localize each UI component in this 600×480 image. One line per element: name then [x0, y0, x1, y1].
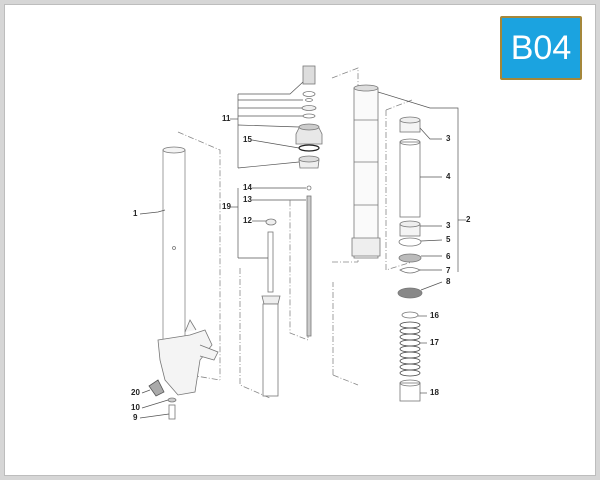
callout-1: 1 [133, 209, 138, 218]
part-1-outer-tube [157, 146, 219, 396]
callout-15: 15 [243, 135, 252, 144]
callout-10: 10 [131, 403, 140, 412]
callout-6: 6 [446, 252, 451, 261]
callout-12: 12 [243, 216, 252, 225]
callout-19: 19 [222, 202, 231, 211]
callout-7: 7 [446, 266, 451, 275]
callout-13: 13 [243, 195, 252, 204]
callout-16: 16 [430, 311, 439, 320]
callout-9: 9 [133, 413, 138, 422]
callout-18: 18 [430, 388, 439, 397]
callout-8: 8 [446, 277, 451, 286]
callout-17: 17 [430, 338, 439, 347]
diagram-code-badge: B04 [500, 16, 582, 80]
callout-4: 4 [446, 172, 451, 181]
callout-14: 14 [243, 183, 252, 192]
callout-11: 11 [222, 114, 231, 123]
callout-3-top: 3 [446, 134, 451, 143]
callout-5: 5 [446, 235, 451, 244]
callout-3-bottom: 3 [446, 221, 451, 230]
callout-2: 2 [466, 215, 471, 224]
callout-20: 20 [131, 388, 140, 397]
